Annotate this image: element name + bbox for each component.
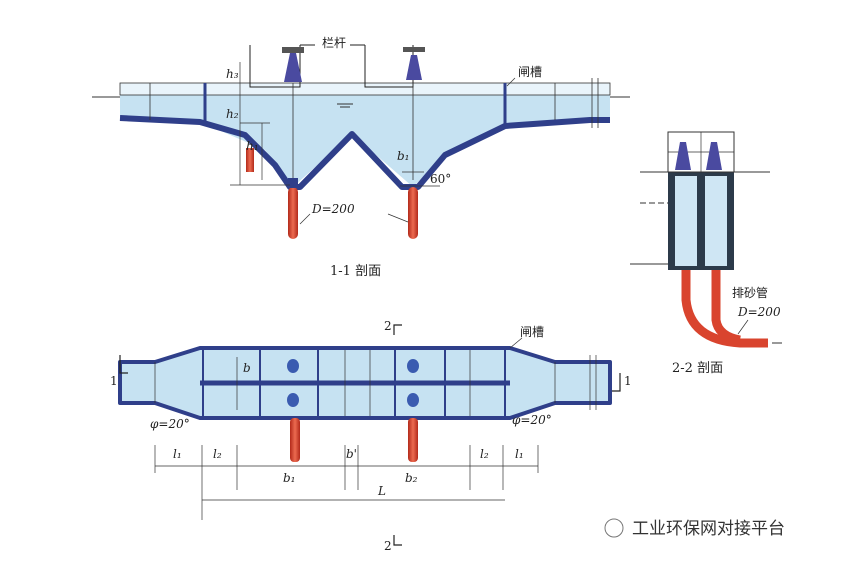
pump-post-right (406, 55, 422, 80)
dim-l2-right: l₂ (480, 447, 489, 461)
plan-pipe-left (290, 418, 300, 462)
h2-label: h₂ (226, 107, 239, 121)
plan-view: 1 1 2 2 闸槽 b φ=20° φ=20° l₁ l₂ b₁ b' b₂ … (110, 319, 632, 553)
h1-label: h₁ (246, 139, 259, 153)
pump-cap-right (403, 47, 425, 52)
section-mark-left: 1 (110, 374, 118, 388)
watermark: 工业环保网对接平台 (604, 518, 785, 539)
pump-left-top (287, 359, 299, 373)
pump-right-top (407, 359, 419, 373)
pump-right-bottom (407, 393, 419, 407)
railing-label: 栏杆 (322, 35, 346, 50)
dim-l1-left: l₁ (173, 447, 182, 461)
post-2-2-right (706, 142, 722, 170)
pipe-diameter-label: D=200 (311, 202, 355, 216)
angle-left-label: φ=20° (150, 417, 190, 431)
b1-label: b₁ (397, 149, 410, 163)
sand-pipe-left (288, 187, 298, 239)
width-b-label: b (243, 361, 251, 375)
section-mark-top: 2 (384, 319, 392, 333)
section-2-2-title: 2-2 剖面 (672, 361, 723, 376)
plan-gate-slot-label: 闸槽 (520, 325, 544, 339)
sand-pipe-label: 排砂管 (732, 285, 768, 300)
railing-left (249, 45, 301, 88)
dim-total-L: L (377, 484, 386, 498)
gate-slot-label: 闸槽 (518, 65, 542, 79)
section-1-1-title: 1-1 剖面 (330, 264, 381, 279)
angle-right-label: φ=20° (512, 413, 552, 427)
section-mark-right: 1 (624, 374, 632, 388)
watermark-text: 工业环保网对接平台 (632, 519, 785, 539)
dim-b2: b₂ (405, 471, 418, 485)
plan-pipe-right (408, 418, 418, 462)
pipe-stub (246, 148, 254, 172)
dim-b1: b₁ (283, 471, 296, 485)
post-2-2-left (675, 142, 691, 170)
sand-pipe-diameter: D=200 (737, 305, 781, 319)
pump-post-left (284, 53, 302, 82)
pump-left-bottom (287, 393, 299, 407)
wechat-icon (604, 518, 624, 538)
section-mark-bottom: 2 (384, 539, 392, 553)
pump-cap-left (282, 47, 304, 53)
h3-label: h₃ (226, 67, 239, 81)
section-2-2: 排砂管 D=200 2-2 剖面 (630, 131, 782, 376)
section-1-1: 栏杆 闸槽 h₃ h₂ h₁ b₁ 60° D=200 1-1 剖面 (92, 35, 630, 279)
angle-label: 60° (430, 172, 451, 186)
dim-l2-left: l₂ (213, 447, 222, 461)
water-fill (120, 95, 610, 187)
dim-b-prime: b' (346, 447, 357, 461)
dim-l1-right: l₁ (515, 447, 524, 461)
sand-pipe-right (408, 187, 418, 239)
